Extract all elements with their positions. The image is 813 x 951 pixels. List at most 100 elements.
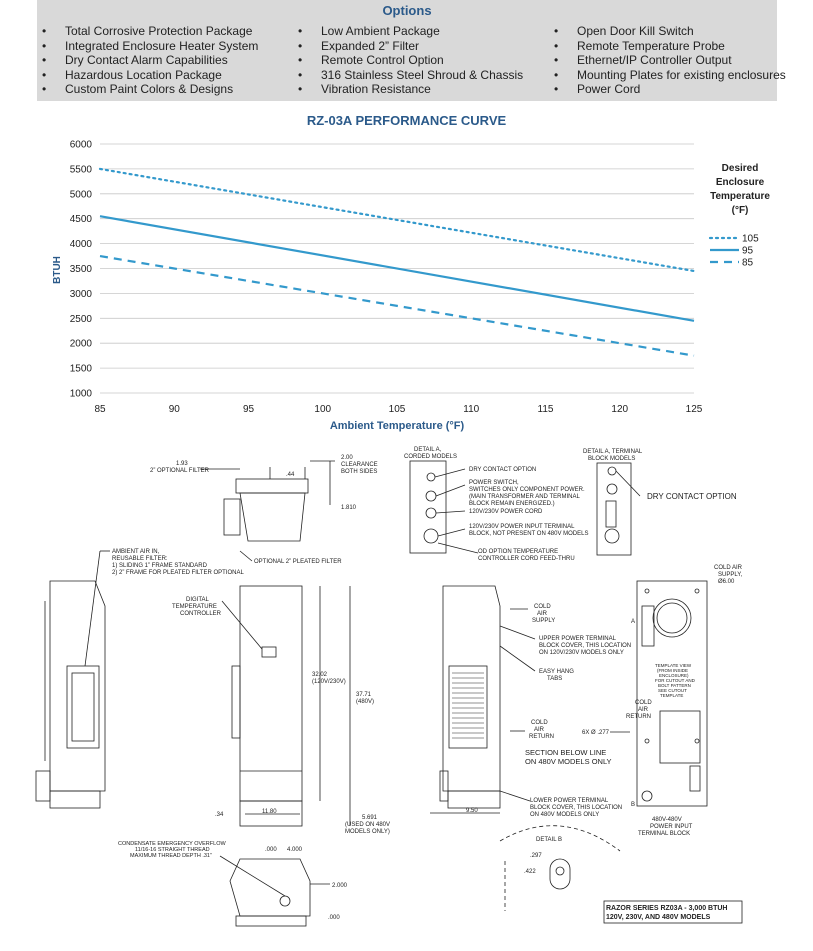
- svg-text:(480V): (480V): [356, 699, 374, 705]
- svg-text:OD OPTION TEMPERATURE: OD OPTION TEMPERATURE: [478, 549, 558, 555]
- svg-text:ENCLOSURE): ENCLOSURE): [659, 673, 689, 678]
- technical-drawing: 1.93 2” OPTIONAL FILTER .44 2.00 CLEARAN…: [35, 447, 743, 927]
- option-item: •Expanded 2” Filter: [298, 38, 420, 53]
- svg-text:1.93: 1.93: [176, 461, 188, 467]
- svg-text:COLD: COLD: [534, 604, 551, 610]
- x-tick-label: 90: [169, 404, 181, 415]
- series-line-105: [98, 167, 696, 273]
- svg-text:TEMPERATURE: TEMPERATURE: [172, 604, 217, 610]
- x-axis-label: Ambient Temperature (°F): [330, 420, 465, 432]
- svg-text:.422: .422: [524, 869, 536, 875]
- x-tick-label: 105: [389, 404, 406, 415]
- svg-text:COLD: COLD: [635, 700, 652, 706]
- svg-text:CORDED MODELS: CORDED MODELS: [404, 454, 457, 460]
- top-view: 1.93 2” OPTIONAL FILTER .44 2.00 CLEARAN…: [150, 455, 378, 565]
- svg-text:BLOCK COVER, THIS LOCATION: BLOCK COVER, THIS LOCATION: [530, 805, 622, 811]
- svg-text:(MAIN TRANSFORMER AND TERMINAL: (MAIN TRANSFORMER AND TERMINAL: [469, 494, 580, 500]
- legend-label-95: 95: [742, 246, 754, 257]
- option-item: •Vibration Resistance: [298, 82, 431, 97]
- option-item: •Low Ambient Package: [298, 24, 440, 38]
- svg-text:(FROM INSIDE: (FROM INSIDE: [657, 668, 688, 673]
- chart-title: RZ-03A PERFORMANCE CURVE: [306, 113, 507, 128]
- svg-text:11.80: 11.80: [262, 809, 277, 815]
- x-tick-label: 125: [686, 404, 703, 415]
- svg-text:BOLT PATTERN: BOLT PATTERN: [658, 683, 691, 688]
- svg-text:11/16-16 STRAIGHT THREAD: 11/16-16 STRAIGHT THREAD: [135, 847, 210, 853]
- svg-text:ON 120V/230V MODELS ONLY: ON 120V/230V MODELS ONLY: [539, 650, 624, 656]
- svg-text:Ø6.00: Ø6.00: [718, 579, 735, 585]
- y-tick-label: 2500: [70, 314, 93, 325]
- svg-text:B: B: [631, 802, 635, 808]
- svg-text:.34: .34: [215, 812, 224, 818]
- svg-text:DETAIL A, TERMINAL: DETAIL A, TERMINAL: [583, 449, 643, 455]
- svg-text:.000: .000: [328, 915, 340, 921]
- svg-text:AIR: AIR: [638, 707, 649, 713]
- svg-text:AIR: AIR: [534, 727, 545, 733]
- svg-text:5.691: 5.691: [362, 815, 378, 821]
- x-tick-label: 100: [314, 404, 331, 415]
- detail-a-corded: DETAIL A, CORDED MODELS DRY CONTACT OPTI…: [404, 447, 588, 562]
- bottom-view: CONDENSATE EMERGENCY OVERFLOW 11/16-16 S…: [118, 841, 348, 927]
- svg-text:480V-480V: 480V-480V: [652, 817, 682, 823]
- options-column-1: •Total Corrosive Protection Package •Int…: [42, 24, 258, 97]
- option-item: •Dry Contact Alarm Capabilities: [42, 53, 228, 68]
- svg-text:9.50: 9.50: [466, 808, 478, 814]
- svg-text:SWITCHES ONLY COMPONENT POWER.: SWITCHES ONLY COMPONENT POWER.: [469, 487, 585, 493]
- svg-text:MAXIMUM THREAD DEPTH .31”: MAXIMUM THREAD DEPTH .31”: [130, 853, 212, 859]
- svg-text:2” OPTIONAL FILTER: 2” OPTIONAL FILTER: [150, 468, 210, 474]
- svg-text:SEE CUTOUT: SEE CUTOUT: [658, 688, 687, 693]
- svg-text:4.000: 4.000: [287, 847, 303, 853]
- svg-text:120V/230V POWER CORD: 120V/230V POWER CORD: [469, 509, 543, 515]
- options-column-3: •Open Door Kill Switch •Remote Temperatu…: [554, 24, 786, 97]
- y-axis-label: BTUH: [52, 256, 63, 284]
- detail-b: DETAIL B .297 .422: [499, 825, 621, 911]
- svg-text:BOTH SIDES: BOTH SIDES: [341, 469, 377, 475]
- series-line-95: [99, 215, 695, 322]
- svg-text:REUSABLE FILTER:: REUSABLE FILTER:: [112, 556, 168, 562]
- svg-text:DETAIL B: DETAIL B: [536, 837, 562, 843]
- performance-chart: 1000150020002500300035004000450050005500…: [52, 140, 759, 433]
- svg-text:1) SLIDING 1” FRAME STANDARD: 1) SLIDING 1” FRAME STANDARD: [112, 563, 208, 569]
- legend-label-105: 105: [742, 234, 759, 245]
- svg-text:1.810: 1.810: [341, 505, 357, 511]
- svg-text:OPTIONAL 2” PLEATED FILTER: OPTIONAL 2” PLEATED FILTER: [254, 559, 342, 565]
- svg-text:A: A: [631, 619, 635, 625]
- option-item: •Total Corrosive Protection Package: [42, 24, 253, 38]
- option-item: •316 Stainless Steel Shroud & Chassis: [298, 67, 524, 82]
- options-title: Options: [382, 3, 432, 18]
- svg-text:SECTION BELOW LINE: SECTION BELOW LINE: [525, 748, 606, 757]
- svg-text:BLOCK MODELS: BLOCK MODELS: [588, 456, 635, 462]
- svg-text:6X Ø .277: 6X Ø .277: [582, 730, 610, 736]
- front-view: DIGITAL TEMPERATURE CONTROLLER 32.02 (12…: [172, 585, 390, 835]
- x-tick-label: 120: [611, 404, 628, 415]
- y-tick-label: 3000: [70, 289, 93, 300]
- svg-text:UPPER POWER TERMINAL: UPPER POWER TERMINAL: [539, 636, 617, 642]
- svg-text:TERMINAL BLOCK: TERMINAL BLOCK: [638, 831, 690, 837]
- svg-text:EASY HANG: EASY HANG: [539, 669, 574, 675]
- x-tick-label: 95: [243, 404, 255, 415]
- svg-text:DRY CONTACT OPTION: DRY CONTACT OPTION: [469, 467, 536, 473]
- svg-text:COLD AIR: COLD AIR: [714, 565, 743, 571]
- svg-text:MODELS ONLY): MODELS ONLY): [345, 829, 390, 835]
- option-item: •Hazardous Location Package: [42, 67, 222, 82]
- option-item: •Open Door Kill Switch: [554, 24, 694, 38]
- svg-text:CONTROLLER: CONTROLLER: [180, 611, 222, 617]
- svg-text:ON 480V MODELS ONLY: ON 480V MODELS ONLY: [530, 812, 599, 818]
- title-block: RAZOR SERIES RZ03A - 3,000 BTUH 120V, 23…: [603, 900, 743, 924]
- detail-a-terminal: DETAIL A, TERMINAL BLOCK MODELS DRY CONT…: [583, 449, 737, 556]
- option-item: •Custom Paint Colors & Designs: [42, 82, 234, 97]
- template-view: COLD AIR SUPPLY, Ø6.00 A B TEMPLATE VIEW…: [582, 565, 743, 837]
- svg-text:2) 2” FRAME FOR PLEATED FILTER: 2) 2” FRAME FOR PLEATED FILTER OPTIONAL: [112, 570, 244, 576]
- svg-text:AIR: AIR: [537, 611, 548, 617]
- y-tick-label: 4000: [70, 239, 93, 250]
- legend-label-85: 85: [742, 258, 754, 269]
- svg-text:DIGITAL: DIGITAL: [186, 597, 210, 603]
- options-column-2: •Low Ambient Package •Expanded 2” Filter…: [298, 24, 524, 97]
- legend-title: Desired Enclosure Temperature (°F): [710, 163, 770, 216]
- svg-text:120V/230V POWER INPUT TERMINAL: 120V/230V POWER INPUT TERMINAL: [469, 524, 575, 530]
- svg-text:FOR CUTOUT AND: FOR CUTOUT AND: [655, 678, 696, 683]
- svg-text:BLOCK, NOT PRESENT ON 480V MOD: BLOCK, NOT PRESENT ON 480V MODELS: [469, 531, 588, 537]
- options-panel: Options •Total Corrosive Protection Pack…: [37, 0, 786, 101]
- option-item: •Mounting Plates for existing enclosures: [554, 67, 786, 82]
- svg-text:RAZOR SERIES RZ03A - 3,000 BTU: RAZOR SERIES RZ03A - 3,000 BTUH: [606, 905, 728, 912]
